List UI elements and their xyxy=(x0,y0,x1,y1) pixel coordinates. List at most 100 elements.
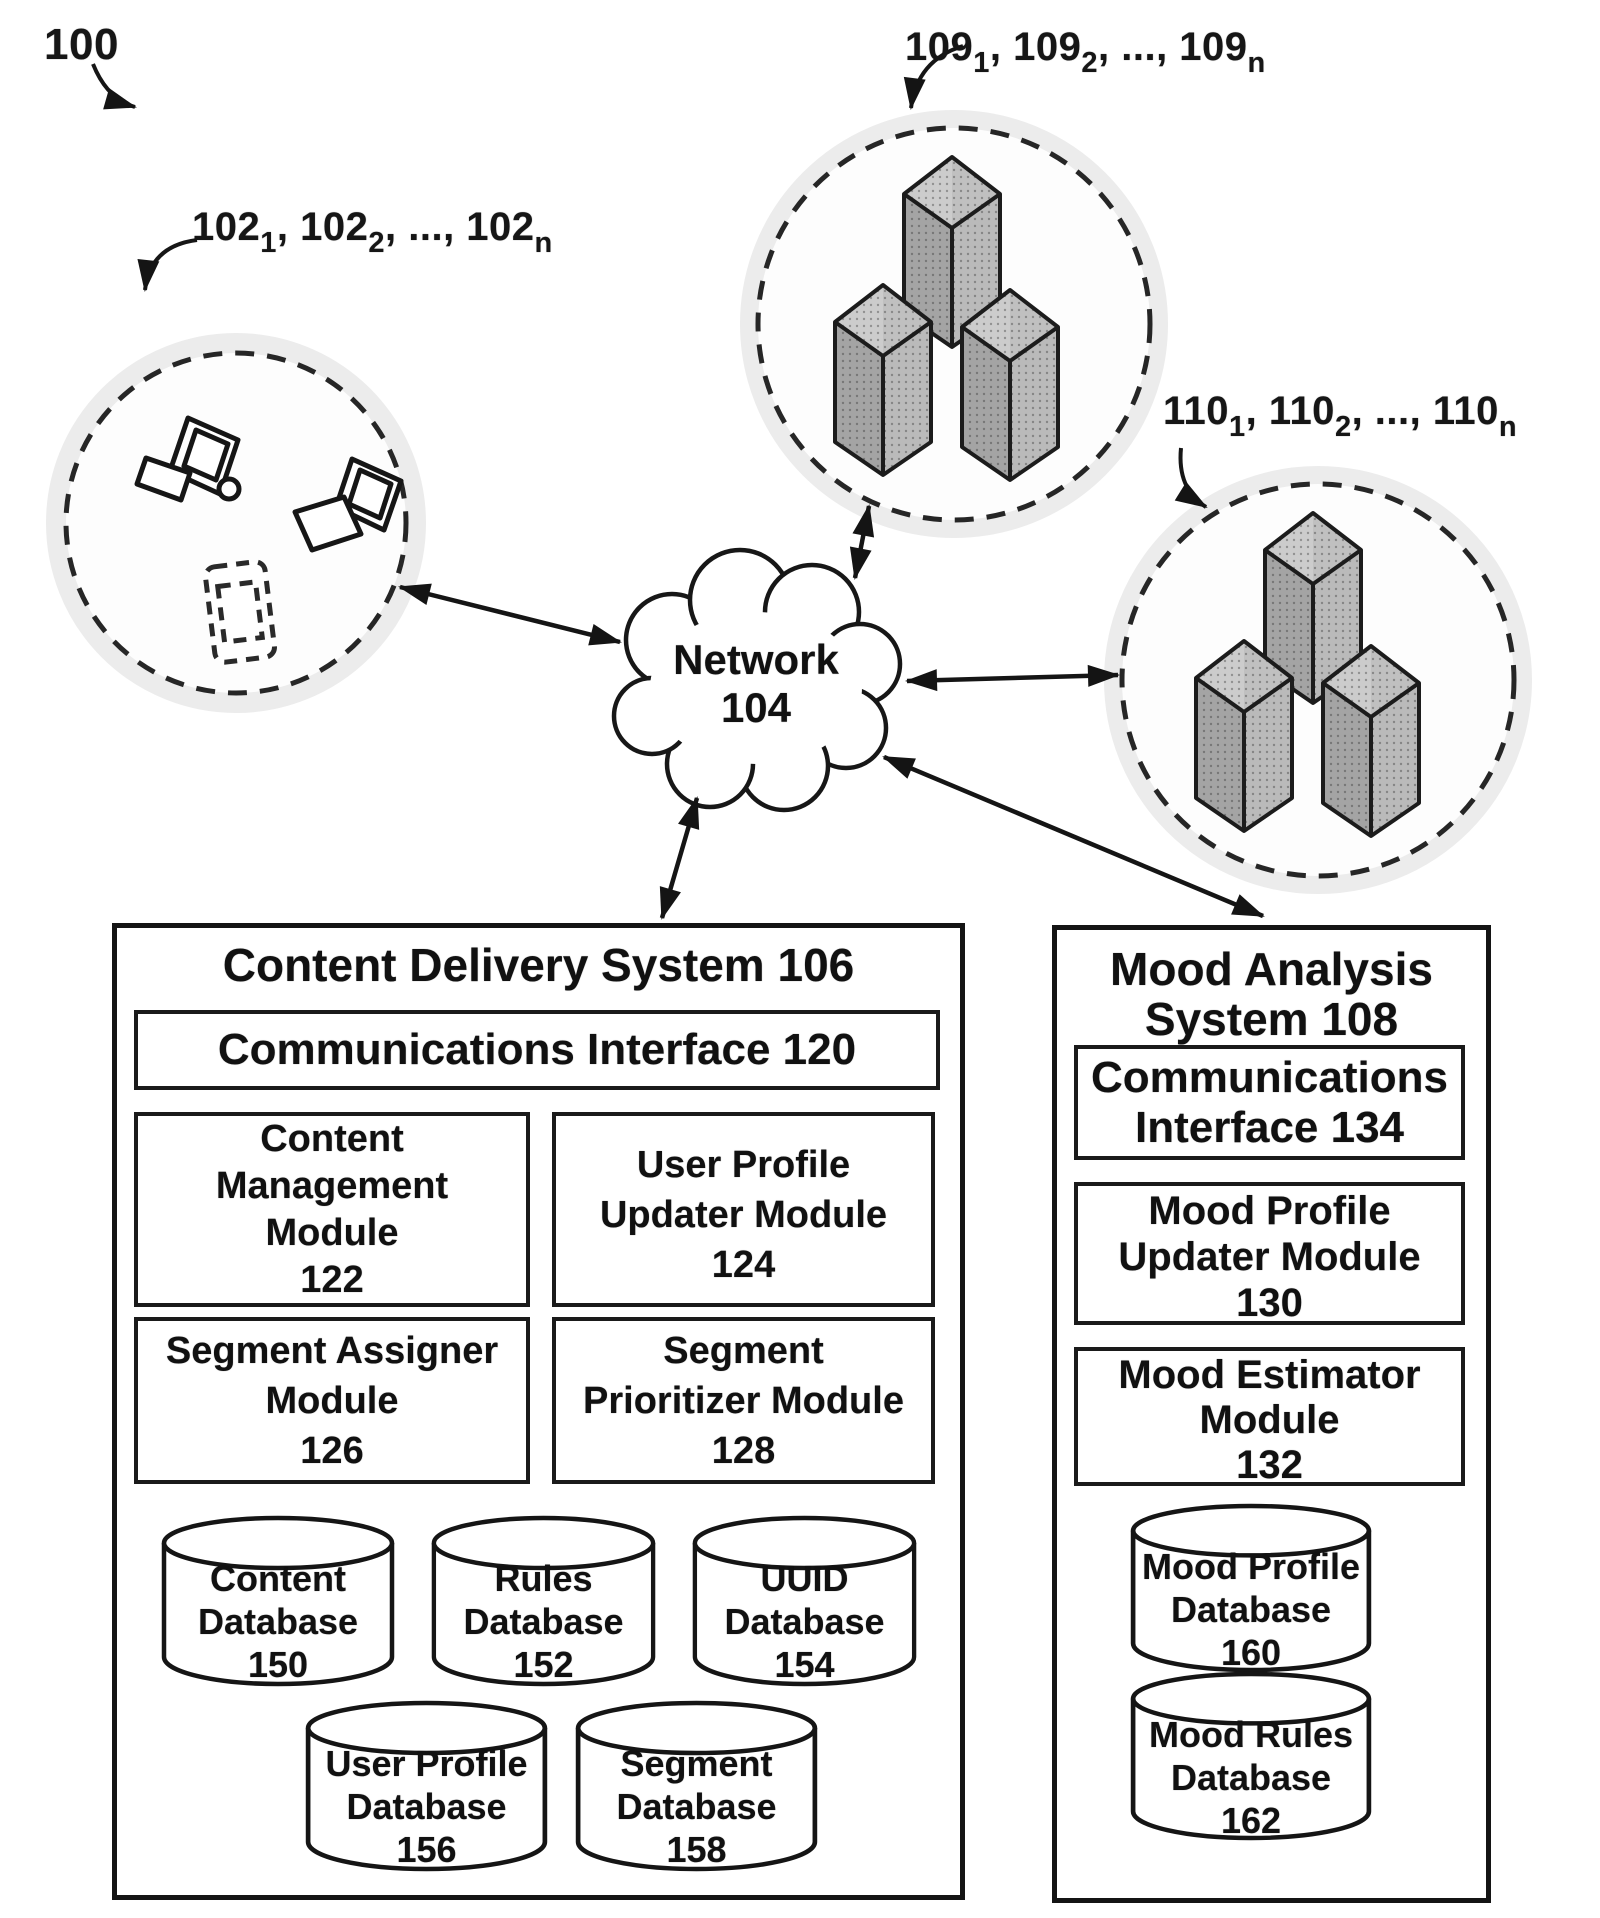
figure-ref-label: 100 xyxy=(44,20,119,71)
ref-subscript: 2 xyxy=(1335,411,1352,443)
ref-text: , 109 xyxy=(990,25,1081,69)
db-line: 156 xyxy=(305,1828,548,1871)
segment-database-cylinder: Segment Database 158 xyxy=(575,1700,818,1872)
db-line: Database xyxy=(692,1600,917,1643)
db-line: Mood Rules xyxy=(1130,1713,1372,1756)
ref-text: 102 xyxy=(192,205,260,249)
ref-text: , 110 xyxy=(1246,389,1335,433)
mas-title-line: System 108 xyxy=(1057,994,1486,1044)
servers-110-ref-label: 1101, 1102, ..., 110n xyxy=(1163,388,1517,434)
module-line: Management xyxy=(138,1163,526,1210)
communications-interface-120-box: Communications Interface 120 xyxy=(134,1010,940,1090)
module-line: Updater Module xyxy=(1078,1234,1461,1280)
ref-subscript: n xyxy=(1248,47,1266,79)
db-line: Rules xyxy=(431,1557,656,1600)
network-ref: 104 xyxy=(656,684,856,732)
module-line: 130 xyxy=(1078,1280,1461,1326)
module-line: Module xyxy=(138,1210,526,1257)
content-delivery-system-box: Content Delivery System 106 Communicatio… xyxy=(112,923,965,1900)
arrow-network-cds xyxy=(662,798,697,918)
ref-subscript: 2 xyxy=(368,227,385,259)
module-line: 126 xyxy=(138,1426,526,1476)
module-line: Communications xyxy=(1078,1053,1461,1103)
arrow-servers110-network xyxy=(907,675,1118,681)
ref-arrow-102 xyxy=(145,240,197,290)
module-line: Module xyxy=(1078,1398,1461,1443)
user-profile-updater-module-box: User Profile Updater Module 124 xyxy=(552,1112,935,1307)
ref-text: , ..., 102 xyxy=(385,205,535,249)
ref-subscript: 1 xyxy=(973,47,990,79)
db-line: 150 xyxy=(161,1643,395,1686)
database-label: UUID Database 154 xyxy=(692,1515,917,1686)
db-line: Database xyxy=(161,1600,395,1643)
arrow-devices-network xyxy=(400,587,620,642)
db-line: User Profile xyxy=(305,1742,548,1785)
module-line: User Profile xyxy=(556,1140,931,1190)
network-name: Network xyxy=(656,636,856,684)
ref-subscript: 2 xyxy=(1081,47,1098,79)
mood-rules-database-cylinder: Mood Rules Database 162 xyxy=(1130,1671,1372,1841)
db-line: 152 xyxy=(431,1643,656,1686)
db-line: Database xyxy=(305,1785,548,1828)
module-line: Content xyxy=(138,1116,526,1163)
database-label: Mood Rules Database 162 xyxy=(1130,1671,1372,1842)
content-database-cylinder: Content Database 150 xyxy=(161,1515,395,1687)
db-line: 160 xyxy=(1130,1631,1372,1674)
ref-text: 110 xyxy=(1163,389,1229,433)
module-line: Mood Estimator xyxy=(1078,1353,1461,1398)
ref-text: , ..., 109 xyxy=(1098,25,1248,69)
mobile-device-icon xyxy=(204,561,275,664)
database-label: Segment Database 158 xyxy=(575,1700,818,1871)
db-line: Content xyxy=(161,1557,395,1600)
db-line: 158 xyxy=(575,1828,818,1871)
segment-assigner-module-box: Segment Assigner Module 126 xyxy=(134,1317,530,1484)
module-line: Mood Profile xyxy=(1078,1188,1461,1234)
module-line: Updater Module xyxy=(556,1190,931,1240)
module-line: Prioritizer Module xyxy=(556,1376,931,1426)
mood-profile-updater-module-box: Mood Profile Updater Module 130 xyxy=(1074,1182,1465,1325)
rules-database-cylinder: Rules Database 152 xyxy=(431,1515,656,1687)
devices-ref-label: 1021, 1022, ..., 102n xyxy=(192,204,553,250)
module-line: Module xyxy=(138,1376,526,1426)
ref-arrow-110 xyxy=(1181,448,1206,507)
module-line: 128 xyxy=(556,1426,931,1476)
module-line: Segment xyxy=(556,1326,931,1376)
mood-analysis-system-box: Mood Analysis System 108 Communications … xyxy=(1052,925,1491,1903)
module-line: 122 xyxy=(138,1257,526,1304)
ref-text: , ..., 110 xyxy=(1352,389,1499,433)
db-line: Database xyxy=(1130,1756,1372,1799)
mas-title: Mood Analysis System 108 xyxy=(1057,944,1486,1044)
ref-text: , 102 xyxy=(277,205,368,249)
db-line: Database xyxy=(1130,1588,1372,1631)
db-line: Database xyxy=(575,1785,818,1828)
cds-title: Content Delivery System 106 xyxy=(117,940,960,990)
ref-subscript: n xyxy=(1499,411,1517,443)
database-label: Mood Profile Database 160 xyxy=(1130,1503,1372,1674)
db-line: UUID xyxy=(692,1557,917,1600)
servers-109-ref-label: 1091, 1092, ..., 109n xyxy=(905,24,1266,70)
user-profile-database-cylinder: User Profile Database 156 xyxy=(305,1700,548,1872)
database-label: User Profile Database 156 xyxy=(305,1700,548,1871)
module-line: 132 xyxy=(1078,1443,1461,1488)
db-line: Database xyxy=(431,1600,656,1643)
ref-text: 100 xyxy=(44,20,119,69)
network-label: Network 104 xyxy=(656,636,856,732)
ref-subscript: 1 xyxy=(1229,411,1246,443)
communications-interface-134-box: Communications Interface 134 xyxy=(1074,1045,1465,1160)
mas-title-line: Mood Analysis xyxy=(1057,944,1486,994)
db-line: 154 xyxy=(692,1643,917,1686)
mood-profile-database-cylinder: Mood Profile Database 160 xyxy=(1130,1503,1372,1673)
ref-subscript: n xyxy=(535,227,553,259)
segment-prioritizer-module-box: Segment Prioritizer Module 128 xyxy=(552,1317,935,1484)
db-line: Segment xyxy=(575,1742,818,1785)
content-management-module-box: Content Management Module 122 xyxy=(134,1112,530,1307)
uuid-database-cylinder: UUID Database 154 xyxy=(692,1515,917,1687)
module-line: 124 xyxy=(556,1240,931,1290)
module-line: Interface 134 xyxy=(1078,1103,1461,1153)
db-line: 162 xyxy=(1130,1799,1372,1842)
database-label: Rules Database 152 xyxy=(431,1515,656,1686)
ref-subscript: 1 xyxy=(260,227,277,259)
mood-estimator-module-box: Mood Estimator Module 132 xyxy=(1074,1347,1465,1486)
db-line: Mood Profile xyxy=(1130,1545,1372,1588)
